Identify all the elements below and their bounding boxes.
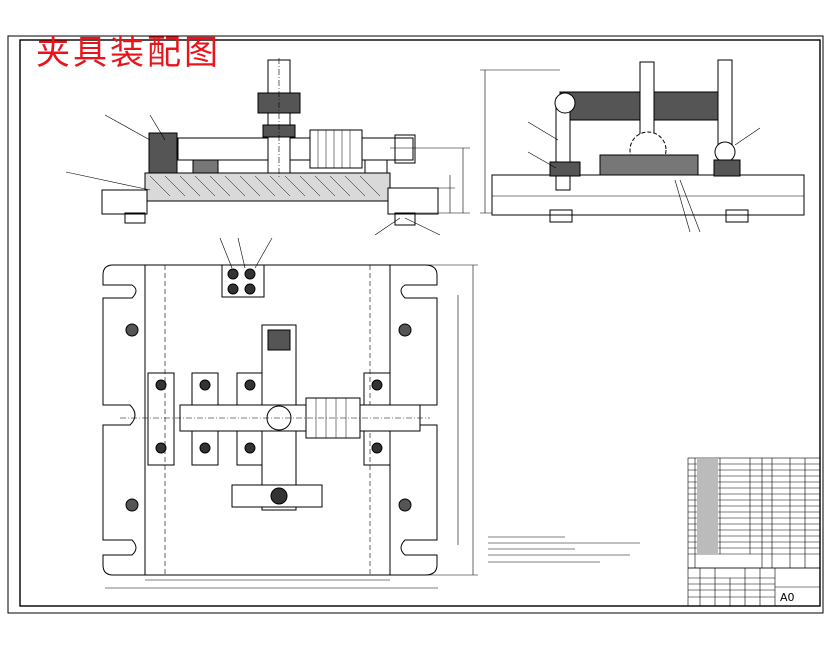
- top-upper-bolt-1: [227, 268, 239, 280]
- front-left-foot: [124, 212, 146, 224]
- top-center-head: [267, 329, 291, 351]
- front-left-lug: [101, 189, 148, 215]
- side-right-pivot: [714, 141, 736, 163]
- side-dimension-lines: [480, 69, 560, 214]
- top-bolt-sw: [125, 498, 139, 512]
- front-shaft-end: [394, 134, 416, 164]
- side-foot-left: [549, 209, 573, 223]
- top-bolt-se: [398, 498, 412, 512]
- front-shaft-knurl: [309, 129, 363, 169]
- top-bolt-nw: [125, 323, 139, 337]
- front-shaft-knurl-lines: [317, 130, 351, 168]
- side-left-pivot: [554, 92, 576, 114]
- side-base-plate: [491, 174, 805, 216]
- top-view: [102, 237, 478, 589]
- title-block: [687, 567, 821, 607]
- front-clamp-block: [148, 132, 178, 174]
- sheet-size-label: A0: [780, 591, 795, 604]
- front-dimension-lines: [390, 147, 470, 214]
- parts-list-text-fill: [697, 459, 718, 553]
- top-upper-bolt-3: [227, 283, 239, 295]
- front-base-plate: [144, 172, 391, 202]
- title-block-rows: [688, 577, 820, 598]
- top-upper-bolt-4: [244, 283, 256, 295]
- top-upper-clamp: [221, 264, 265, 298]
- top-dimension-lines: [105, 264, 478, 589]
- parts-list: [687, 457, 821, 569]
- side-leader-lines: [527, 121, 761, 233]
- drawing-frame: [7, 35, 824, 614]
- top-leader-lines: [219, 237, 273, 269]
- drawing-title: 夹具装配图: [36, 33, 221, 73]
- top-block-1: [147, 372, 175, 466]
- parts-list-rows: [688, 463, 820, 555]
- inner-border: [19, 39, 821, 607]
- top-block-bolts: [155, 379, 383, 454]
- side-right-clamp: [713, 159, 741, 177]
- top-upper-bolt-2: [244, 268, 256, 280]
- side-center-screw: [639, 61, 655, 141]
- front-view: [65, 58, 470, 236]
- front-right-lug: [387, 187, 439, 215]
- technical-notes: [488, 536, 640, 563]
- title-block-columns: [699, 568, 776, 606]
- side-v-block: [599, 154, 699, 176]
- top-left-ear: [102, 264, 145, 576]
- top-lower-bolt: [270, 487, 288, 505]
- front-leader-lines: [65, 114, 441, 236]
- parts-list-columns: [694, 458, 806, 568]
- outer-frame: [7, 35, 824, 614]
- front-shaft: [177, 137, 414, 161]
- front-base-hatch: [149, 175, 381, 197]
- side-left-clamp: [549, 161, 581, 177]
- top-bolt-ne: [398, 323, 412, 337]
- side-foot-right: [725, 209, 749, 223]
- side-view: [480, 59, 805, 233]
